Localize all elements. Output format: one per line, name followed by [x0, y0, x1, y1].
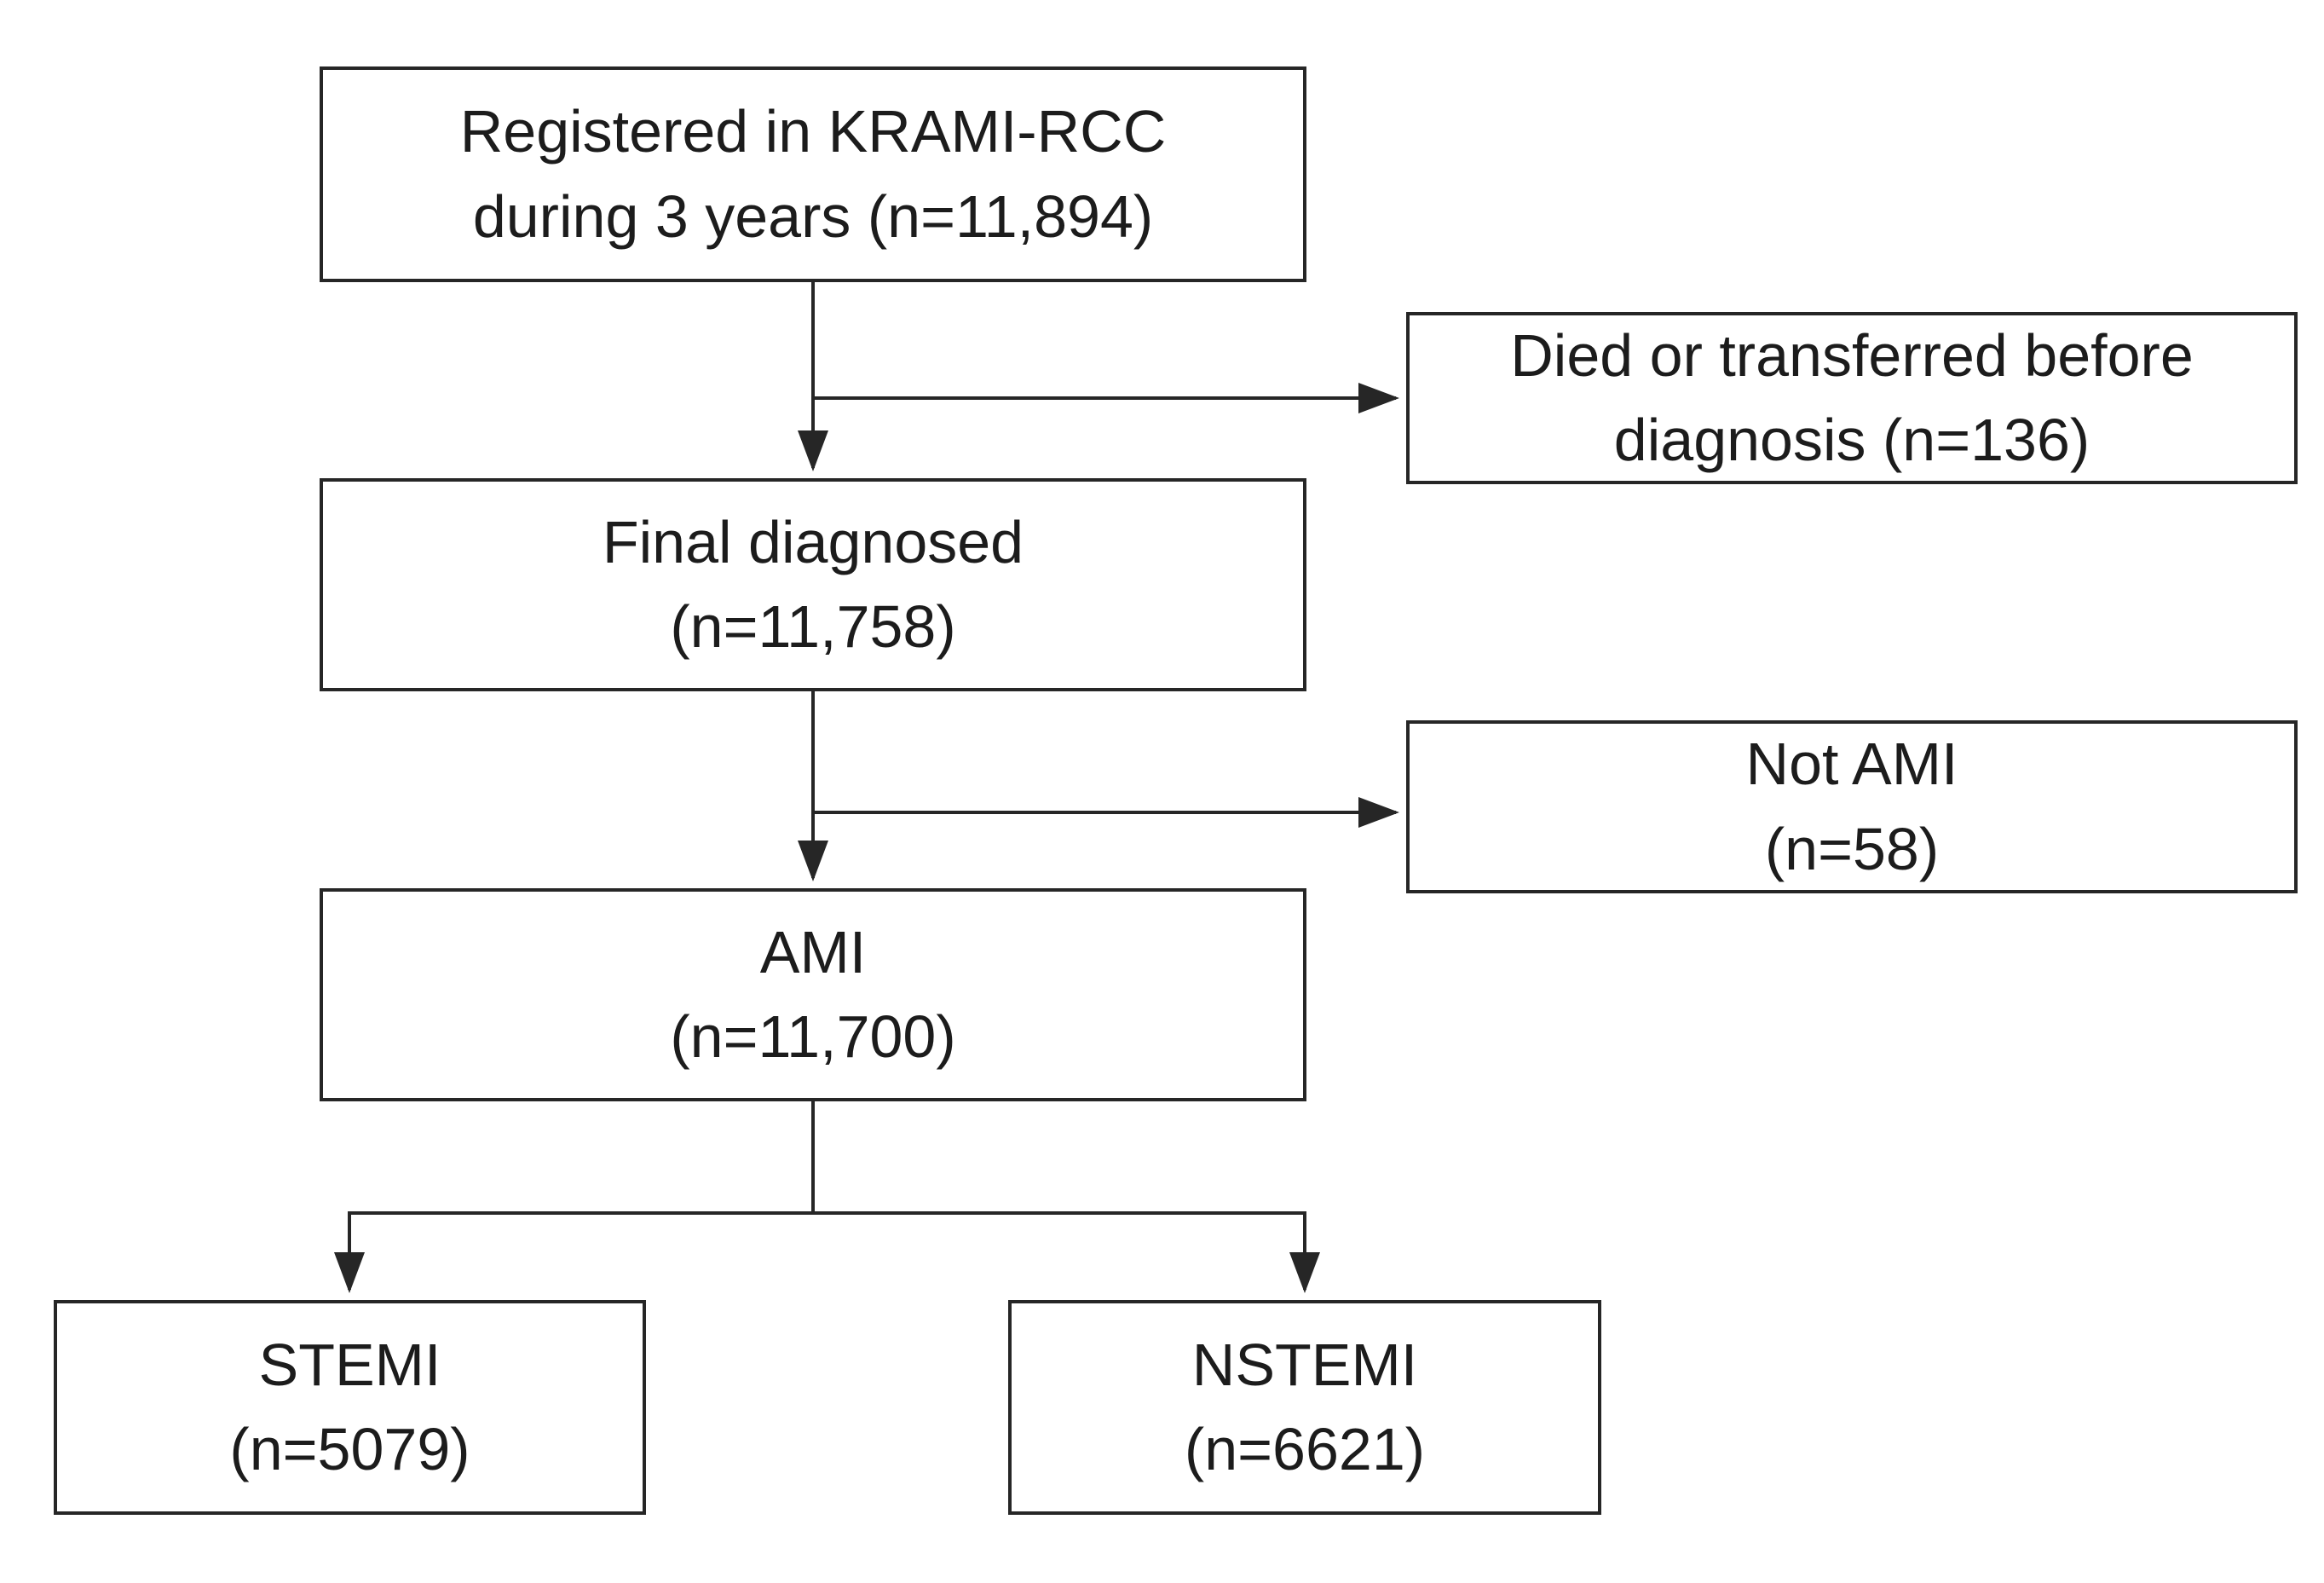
- node-stemi: STEMI (n=5079): [54, 1300, 646, 1515]
- node-died-or-transferred: Died or transferred before diagnosis (n=…: [1406, 312, 2298, 484]
- node-stemi-line2: (n=5079): [229, 1416, 470, 1482]
- node-notami-line1: Not AMI: [1745, 731, 1958, 798]
- node-died-line2: diagnosis (n=136): [1613, 407, 2090, 473]
- node-registered-line1: Registered in KRAMI-RCC: [459, 98, 1167, 165]
- node-final-diagnosed: Final diagnosed (n=11,758): [320, 478, 1306, 691]
- node-final-line1: Final diagnosed: [602, 508, 1024, 575]
- node-registered: Registered in KRAMI-RCC during 3 years (…: [320, 66, 1306, 282]
- node-nstemi: NSTEMI (n=6621): [1008, 1300, 1601, 1515]
- node-ami-line1: AMI: [759, 918, 867, 985]
- node-died-line1: Died or transferred before: [1510, 321, 2194, 389]
- node-registered-line2: during 3 years (n=11,894): [472, 182, 1154, 250]
- node-notami-line2: (n=58): [1764, 815, 1940, 882]
- node-final-line2: (n=11,758): [670, 593, 956, 660]
- node-stemi-line1: STEMI: [258, 1331, 441, 1398]
- node-ami-line2: (n=11,700): [670, 1003, 956, 1070]
- node-not-ami: Not AMI (n=58): [1406, 720, 2298, 893]
- node-nstemi-line1: NSTEMI: [1191, 1331, 1418, 1398]
- node-nstemi-line2: (n=6621): [1184, 1416, 1426, 1482]
- node-ami: AMI (n=11,700): [320, 888, 1306, 1101]
